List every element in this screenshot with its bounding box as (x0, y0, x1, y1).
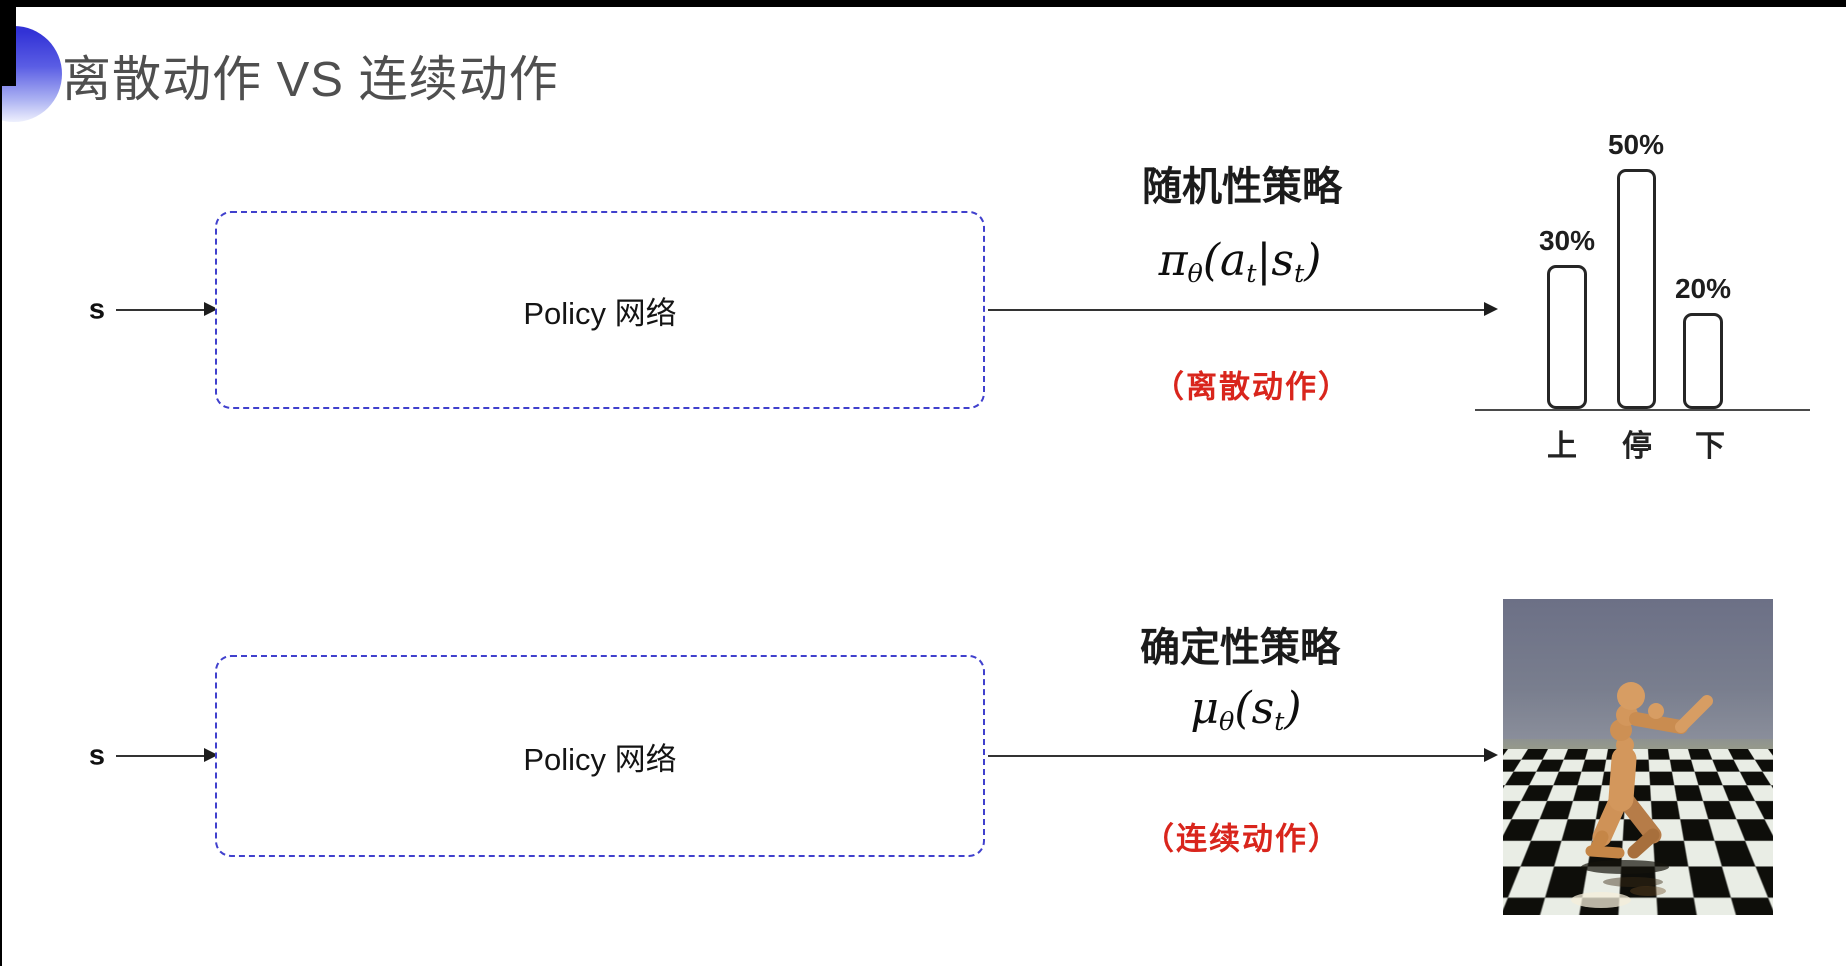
input-arrowhead-row1 (204, 302, 218, 316)
input-arrow-row1 (116, 309, 208, 311)
window-top-border (0, 0, 1846, 7)
formula-open-paren2: ( (1234, 682, 1252, 734)
bar-up (1547, 265, 1587, 409)
policy-network-label-row1: Policy 网络 (523, 295, 677, 331)
policy-network-box-row2: Policy 网络 (215, 655, 985, 857)
formula-close-paren2: ) (1284, 682, 1302, 734)
state-input-label-row1: s (88, 293, 106, 326)
output-arrow-row1 (988, 309, 1484, 311)
humanoid-figure (1571, 682, 1713, 908)
formula-open-paren: ( (1202, 234, 1221, 286)
action-type-caption-row1: （离散动作） (1153, 369, 1351, 405)
bar-category-up: 上 (1547, 430, 1577, 463)
formula-close-paren: ) (1304, 234, 1322, 286)
bar-category-stop: 停 (1622, 430, 1652, 463)
output-arrow-row2 (988, 755, 1484, 757)
bar-value-label-up: 30% (1538, 225, 1596, 256)
formula-mu: μ (1190, 682, 1220, 734)
state-input-label-row2: s (88, 739, 106, 772)
input-arrow-row2 (116, 755, 208, 757)
bar-value-label-down: 20% (1674, 273, 1732, 304)
formula-action-var: a (1220, 234, 1247, 286)
policy-type-label-row1: 随机性策略 (1142, 165, 1342, 209)
formula-pi: π (1158, 234, 1188, 286)
policy-formula-row2: μθ(st) (1190, 683, 1301, 737)
window-left-border (0, 0, 2, 966)
sim-horizon-haze (1503, 749, 1773, 775)
bar-value-label-stop: 50% (1607, 129, 1665, 160)
bar-down (1683, 313, 1723, 409)
policy-network-box-row1: Policy 网络 (215, 211, 985, 409)
policy-formula-row1: πθ(at|st) (1159, 235, 1322, 289)
formula-theta-sub: θ (1187, 259, 1203, 290)
output-arrowhead-row2 (1484, 748, 1498, 762)
action-type-caption-row2: （连续动作） (1143, 821, 1341, 857)
policy-network-label-row2: Policy 网络 (523, 741, 677, 777)
formula-theta-sub2: θ (1219, 707, 1235, 738)
formula-t-sub: t (1246, 259, 1257, 290)
output-arrowhead-row1 (1484, 302, 1498, 316)
window-corner-block (0, 0, 16, 86)
policy-type-label-row2: 确定性策略 (1140, 626, 1340, 670)
formula-state-var2: s (1251, 682, 1275, 734)
formula-t-sub3: t (1274, 707, 1285, 738)
input-arrowhead-row2 (204, 748, 218, 762)
bar-stop (1617, 169, 1656, 409)
formula-state-var: s (1271, 234, 1294, 286)
page-title: 离散动作 VS 连续动作 (62, 53, 559, 107)
bar-category-down: 下 (1695, 430, 1725, 463)
chart-baseline (1475, 409, 1810, 411)
formula-conditional-bar: | (1256, 234, 1272, 286)
humanoid-simulation-image (1503, 599, 1773, 915)
formula-t-sub2: t (1293, 259, 1305, 290)
